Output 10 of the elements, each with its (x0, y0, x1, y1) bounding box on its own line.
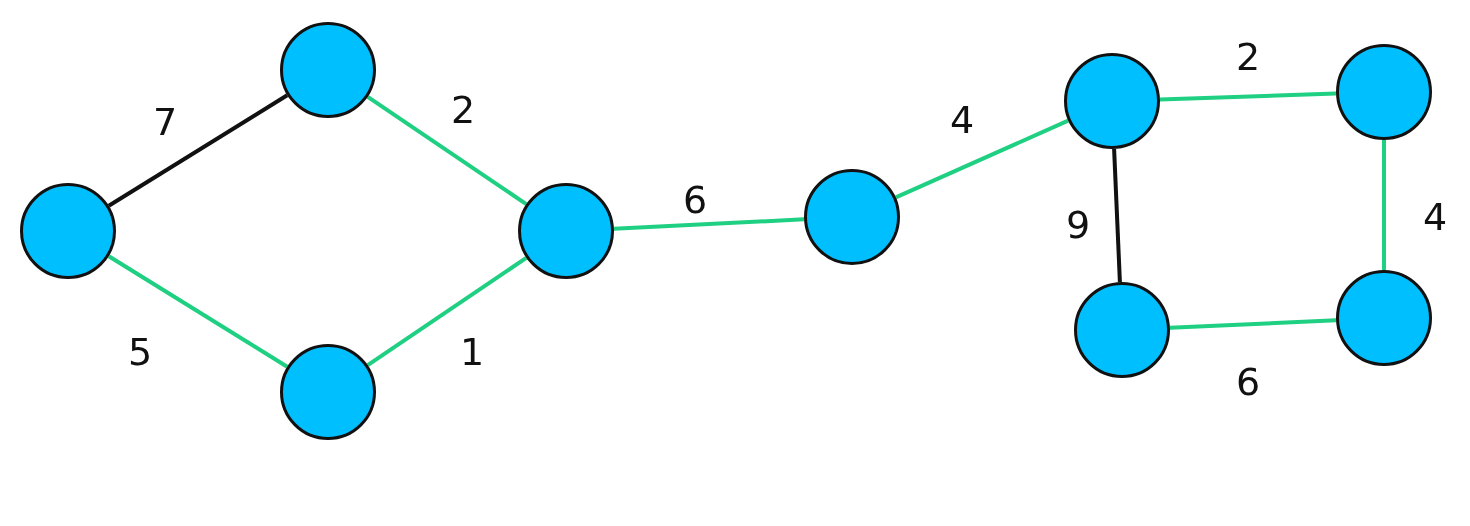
graph-edge (107, 254, 289, 369)
graph-edge (895, 118, 1069, 200)
graph-edge (1112, 148, 1122, 283)
graph-edge (1159, 91, 1337, 102)
graph-edge (366, 95, 528, 206)
graph-edge (1169, 318, 1337, 330)
graph-edge (613, 217, 805, 231)
graph-edge (1382, 140, 1386, 270)
graph-edge (366, 256, 528, 367)
graph-edge (107, 93, 289, 208)
